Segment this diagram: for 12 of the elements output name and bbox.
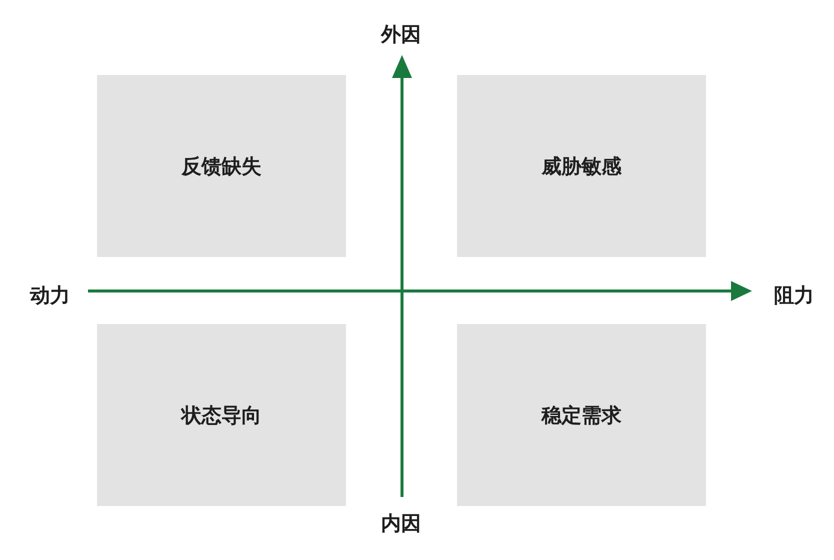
quadrant-box [457, 324, 706, 506]
quadrant-label: 状态导向 [182, 402, 262, 428]
quadrant-box [97, 75, 346, 257]
axis-label: 内因 [381, 513, 421, 533]
axis-label: 外因 [381, 24, 421, 44]
axis-label: 动力 [30, 285, 70, 305]
quadrant-box [457, 75, 706, 257]
quadrant-label: 稳定需求 [542, 402, 622, 428]
quadrant-box [97, 324, 346, 506]
axis-label: 阻力 [774, 285, 814, 305]
quadrant-label: 威胁敏感 [542, 152, 622, 180]
quadrant-label: 反馈缺失 [182, 152, 262, 180]
